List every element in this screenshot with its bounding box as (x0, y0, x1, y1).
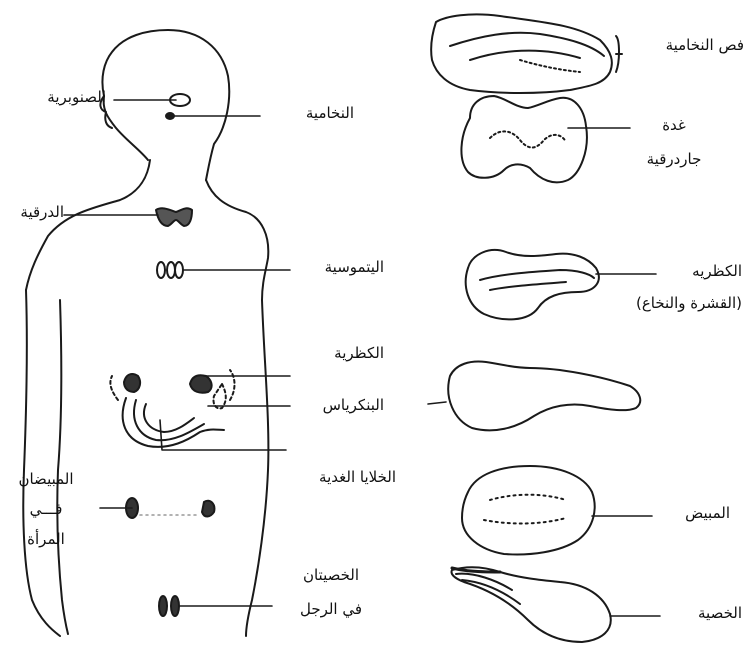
label-testis: الخصية (658, 604, 742, 622)
label-thymus: اليتموسية (292, 258, 384, 276)
label-adrenal: الكظرية (292, 344, 384, 362)
label-thyroid: الدرقية (2, 203, 64, 221)
body-leader-lines (64, 100, 290, 606)
label-testes-line1: الخصيتان (276, 566, 386, 584)
thyroid-lobe-drawing (461, 96, 630, 182)
label-adrenal-right-line1: الكظريه (650, 262, 742, 280)
label-pancreas: البنكرياس (292, 396, 384, 414)
label-ovaries-line3: المرأة (2, 530, 90, 548)
thymus-shape (157, 262, 183, 278)
ovary-shapes (126, 498, 214, 518)
testis-drawing (452, 567, 661, 642)
label-pituitary: النخامية (262, 104, 354, 122)
label-adrenal-right-line2: (القشرة والنخاع) (590, 294, 742, 312)
label-thyroid-gland-line1: غدة (636, 116, 712, 134)
pituitary-lobe-drawing (431, 14, 622, 93)
label-ovary: المبيض (650, 504, 730, 522)
thyroid-gland-shape (156, 208, 192, 226)
label-glandular-cells: الخلايا الغدية (276, 468, 396, 486)
testes-shapes (159, 596, 179, 616)
label-testes-line2: في الرجل (276, 600, 386, 618)
label-pineal: الصنوبرية (2, 88, 106, 106)
label-ovaries-line1: المبيضان (2, 470, 90, 488)
adrenal-shapes (124, 374, 226, 408)
label-ovaries-line2: فـــي (2, 500, 90, 518)
pancreas-drawing (428, 362, 640, 431)
label-thyroid-gland-line2: جاردرقية (630, 150, 718, 168)
ovary-drawing (462, 466, 652, 554)
label-pituitary-lobe: فص النخامية (622, 36, 744, 54)
